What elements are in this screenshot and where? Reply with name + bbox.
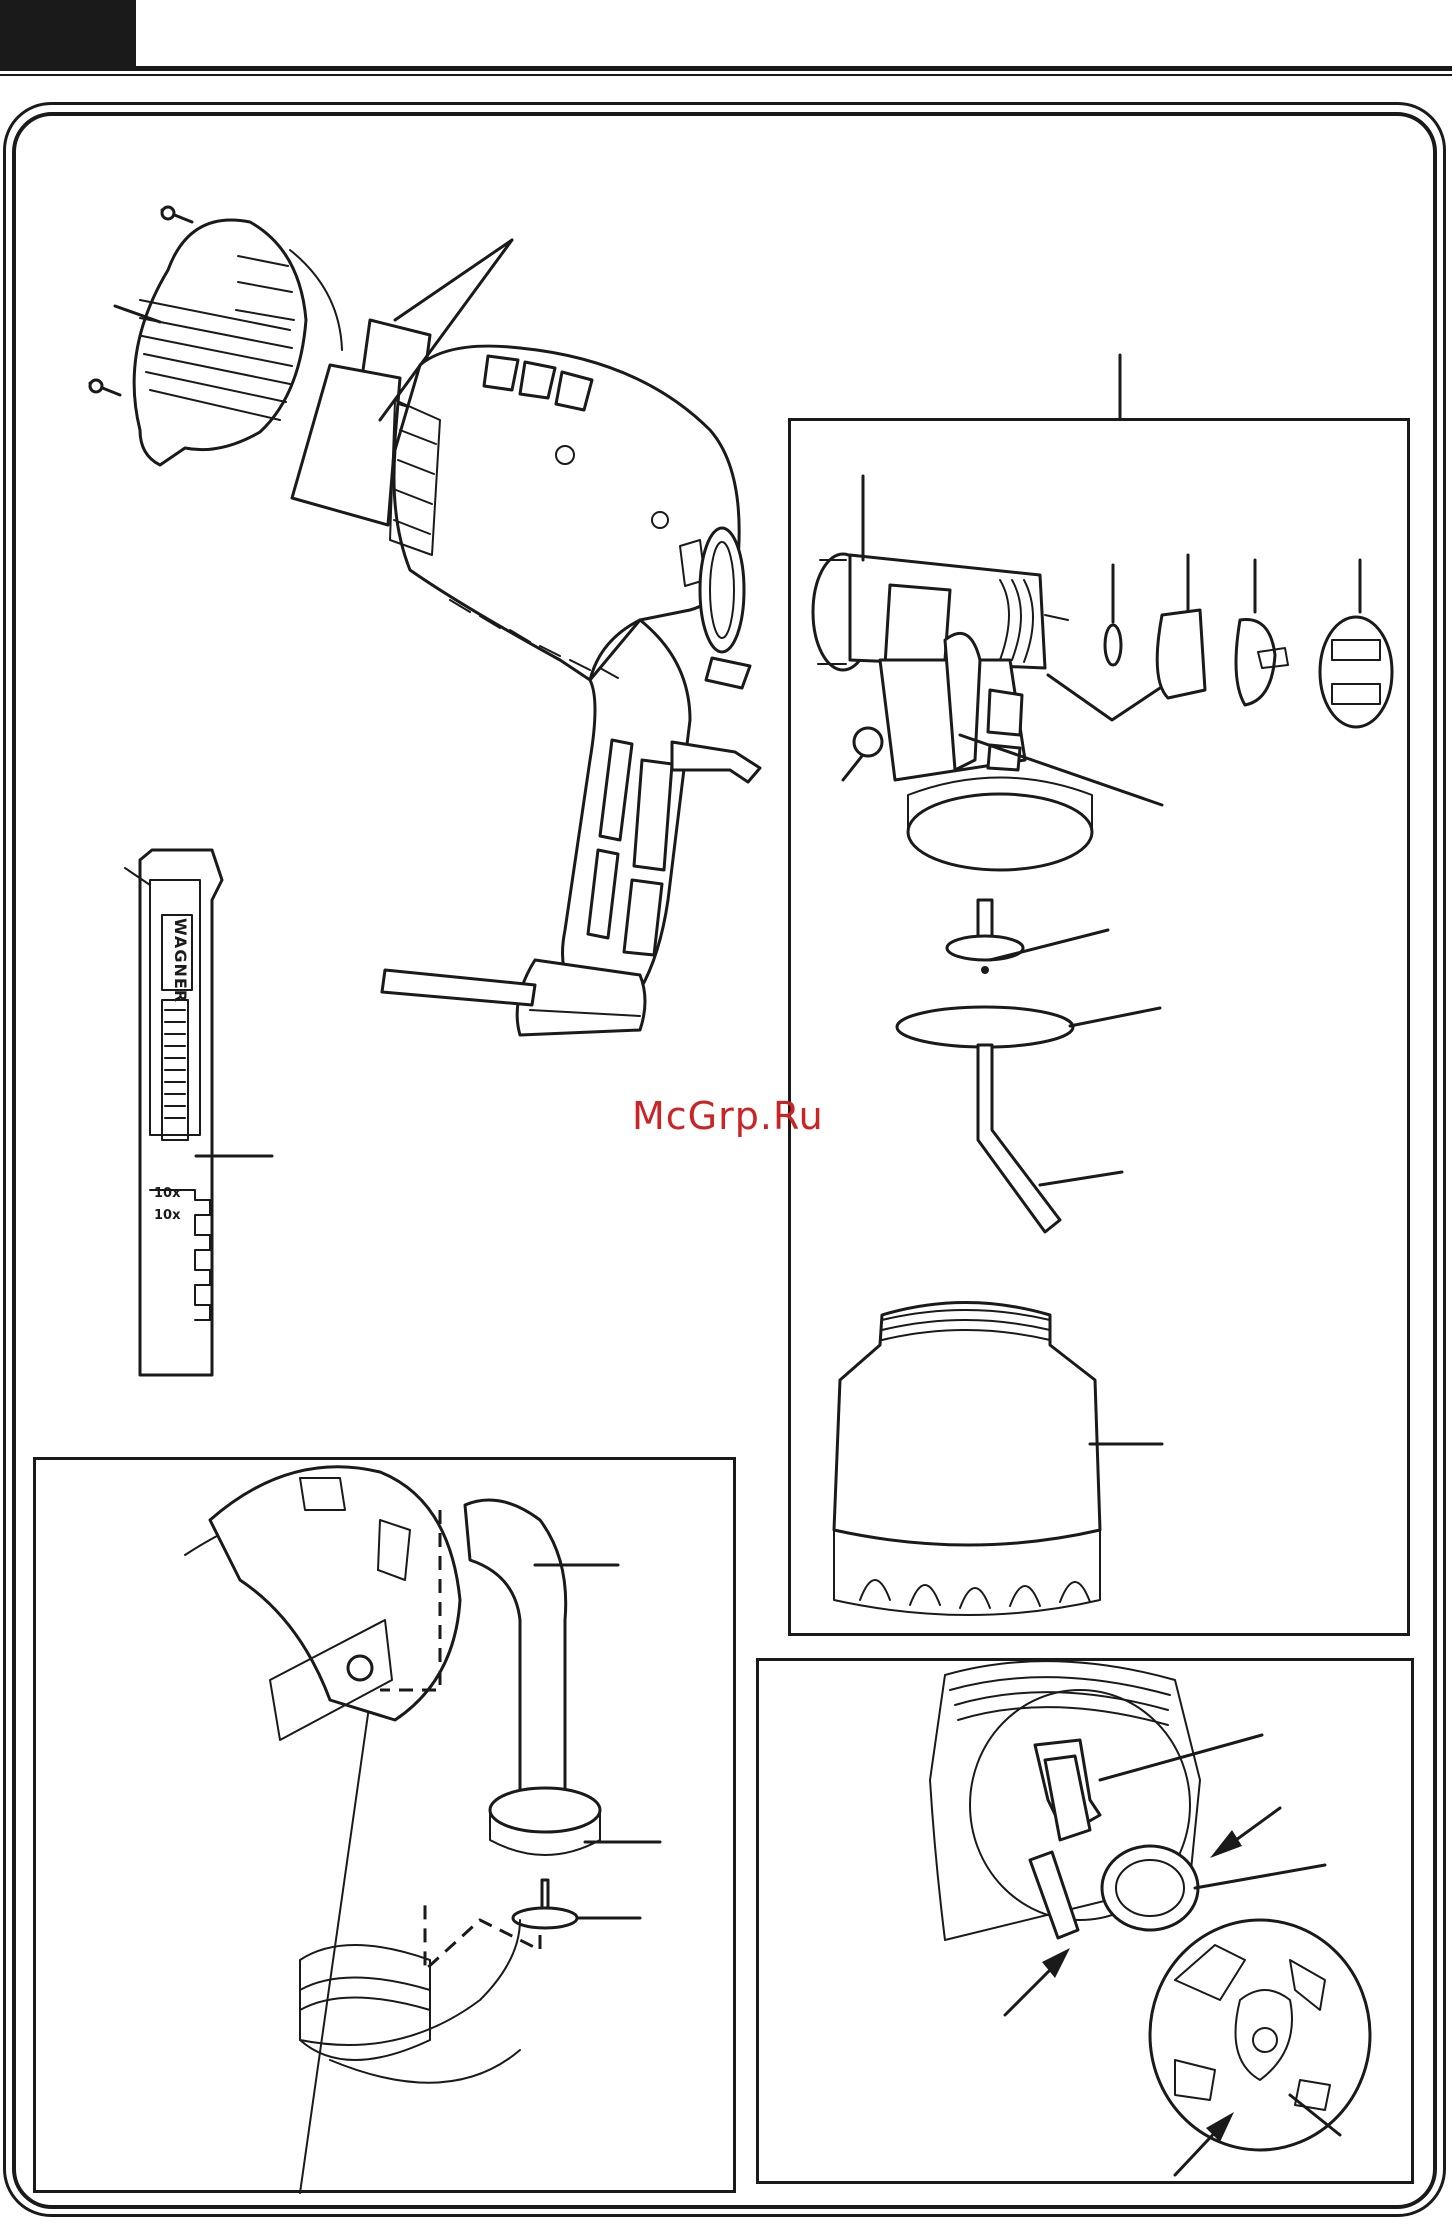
suction-tube (978, 1045, 1060, 1232)
viscosity-cup-illustration (125, 850, 272, 1375)
nozzle-pin (1045, 615, 1068, 620)
watermark: McGrp.Ru (632, 1094, 824, 1138)
trigger-lock (706, 658, 750, 688)
valve-cage-front (1150, 1920, 1370, 2150)
front-end-parts-illustration (813, 355, 1392, 1615)
filter-element-2 (292, 365, 400, 525)
trigger (672, 742, 760, 782)
arrow-o-ring (1210, 1808, 1280, 1858)
leader-paired (1048, 675, 1160, 720)
leader-gasket-disc (1070, 1008, 1160, 1026)
arrow-guide-rib (1005, 1948, 1070, 2015)
leader-valve-o-ring (1195, 1865, 1325, 1888)
detail-knob (854, 728, 882, 756)
check-valve-disc (513, 1908, 577, 1928)
union-nut (1320, 617, 1392, 727)
valve-assembly-illustration (930, 1661, 1370, 2175)
leader-suction-tube (1040, 1172, 1122, 1185)
brand-label: WAGNER (164, 918, 190, 994)
power-cord (382, 970, 535, 1005)
leader-nozzle-tip (1100, 1735, 1262, 1780)
air-tube-foot (490, 1788, 600, 1832)
valve-cage (1157, 610, 1205, 698)
air-cap (1236, 619, 1275, 705)
o-ring (1105, 625, 1121, 665)
assembly-cylinder (210, 1467, 460, 1720)
guide-rib (1030, 1852, 1078, 1938)
paint-container (834, 1303, 1100, 1546)
gun-front-ring (700, 528, 744, 652)
air-filter-cover (134, 220, 306, 465)
tube-collar (947, 936, 1023, 960)
viscosity-mark-2: 10x (154, 1208, 180, 1223)
air-fitting (348, 1656, 372, 1680)
air-tube (465, 1500, 566, 1790)
screw-upper (162, 207, 192, 222)
viscosity-mark-1: 10x (154, 1186, 180, 1201)
gasket-disc (897, 1007, 1073, 1047)
screw-lower (90, 380, 120, 395)
leader-detail-knob (843, 756, 862, 780)
suction-assembly-illustration (185, 1467, 660, 2193)
container-lid (908, 794, 1092, 870)
